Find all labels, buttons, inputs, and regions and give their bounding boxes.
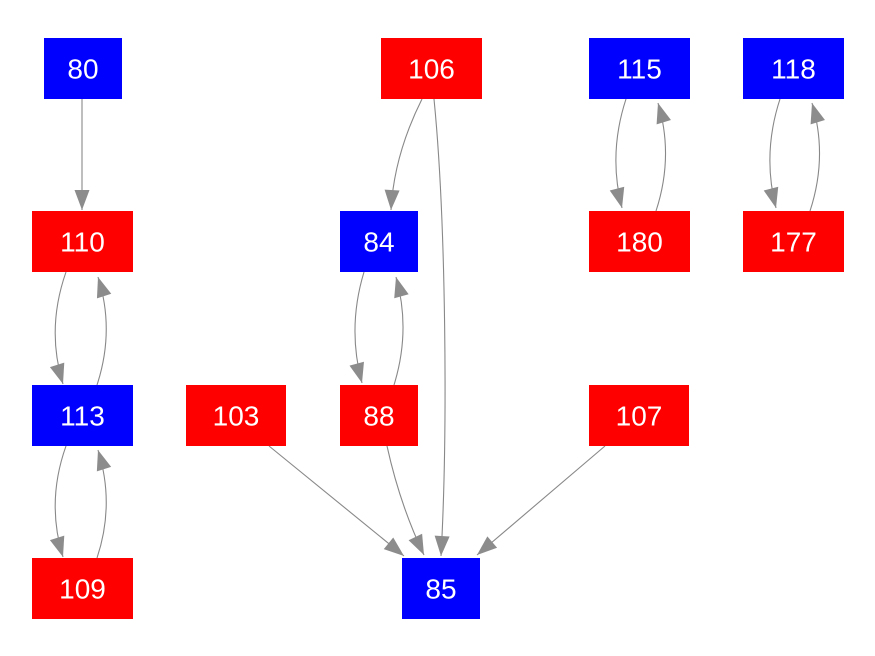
node-110-label: 110: [60, 227, 105, 258]
node-103: 103: [186, 385, 286, 446]
node-88-box: [340, 385, 418, 446]
node-118-label: 118: [771, 54, 816, 85]
node-109-box: [32, 558, 133, 619]
edge-118-to-177: [763, 98, 781, 209]
node-180-label: 180: [616, 227, 663, 258]
node-107: 107: [589, 385, 689, 446]
edge-115-to-180: [609, 98, 627, 209]
node-180-box: [589, 211, 690, 272]
node-80: 80: [44, 38, 122, 99]
node-115: 115: [589, 38, 690, 99]
node-88: 88: [340, 385, 418, 446]
node-103-box: [186, 385, 286, 446]
edge-88-to-84: [393, 276, 409, 386]
edge-103-to-85: [268, 445, 405, 557]
node-84-box: [340, 211, 418, 272]
node-113: 113: [32, 385, 133, 446]
node-106-label: 106: [408, 54, 455, 85]
node-180: 180: [589, 211, 690, 272]
edge-106-to-85: [433, 98, 450, 557]
node-84-label: 84: [363, 227, 394, 258]
node-80-box: [44, 38, 122, 99]
edge-177-to-118: [809, 102, 825, 212]
node-88-label: 88: [363, 401, 394, 432]
node-84: 84: [340, 211, 418, 272]
node-177: 177: [743, 211, 844, 272]
node-110-box: [32, 211, 133, 272]
node-113-label: 113: [60, 401, 105, 432]
edge-106-to-84: [384, 98, 423, 211]
node-80-label: 80: [67, 54, 98, 85]
edge-113-to-109: [49, 445, 67, 558]
node-85: 85: [402, 558, 480, 619]
node-118: 118: [743, 38, 844, 99]
node-110: 110: [32, 211, 133, 272]
node-115-label: 115: [617, 54, 662, 85]
node-113-box: [32, 385, 133, 446]
edge-107-to-85: [476, 445, 606, 556]
edges-layer: [49, 98, 825, 559]
node-177-label: 177: [770, 227, 817, 258]
edge-84-to-88: [349, 271, 365, 384]
node-109: 109: [32, 558, 133, 619]
edge-180-to-115: [655, 102, 671, 212]
node-106: 106: [381, 38, 482, 99]
node-107-label: 107: [616, 401, 663, 432]
edge-110-to-113: [49, 271, 67, 385]
node-118-box: [743, 38, 844, 99]
node-177-box: [743, 211, 844, 272]
node-85-box: [402, 558, 480, 619]
node-103-label: 103: [213, 401, 260, 432]
nodes-layer: 80 110 113 109 103 106 84 88 85 107 115 180 118 177: [32, 38, 844, 619]
edge-88-to-85: [386, 445, 425, 556]
edge-109-to-113: [96, 449, 112, 559]
node-109-label: 109: [59, 574, 106, 605]
node-107-box: [589, 385, 689, 446]
edge-113-to-110: [96, 276, 112, 386]
node-85-label: 85: [425, 574, 456, 605]
node-115-box: [589, 38, 690, 99]
node-106-box: [381, 38, 482, 99]
